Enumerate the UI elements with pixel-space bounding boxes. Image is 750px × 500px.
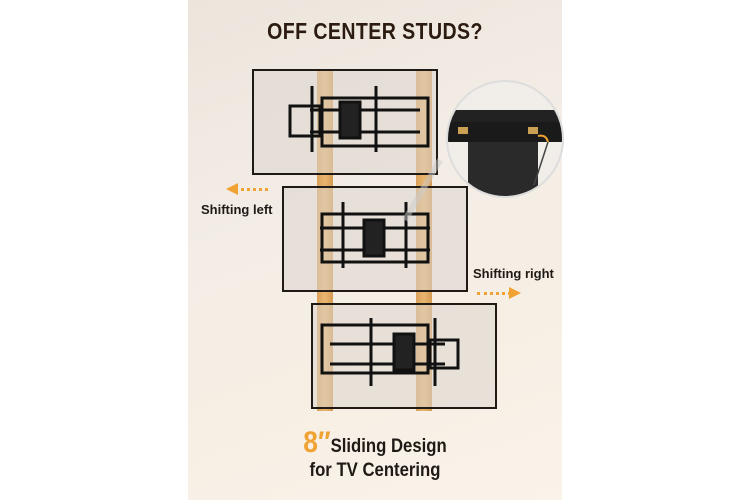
mount-2 [320,202,430,268]
shifting-left-label: Shifting left [201,202,273,217]
feature-title: Sliding Design [330,436,447,457]
mount-3 [320,318,460,386]
arrow-left-icon [226,183,238,195]
shifting-right-label: Shifting right [473,266,554,281]
detail-inset-slide-bracket [446,80,564,198]
headline: OFF CENTER STUDS? [267,18,483,44]
feature-line-1: 8″Sliding Design [210,426,539,460]
arrow-left-dotted [234,188,268,192]
arrow-right-icon [509,287,521,299]
slide-distance: 8″ [303,426,331,459]
mount-1 [288,86,430,152]
arrow-right-dotted [477,292,511,296]
feature-line-2: for TV Centering [309,460,441,481]
allen-wrench-icon [533,134,549,186]
